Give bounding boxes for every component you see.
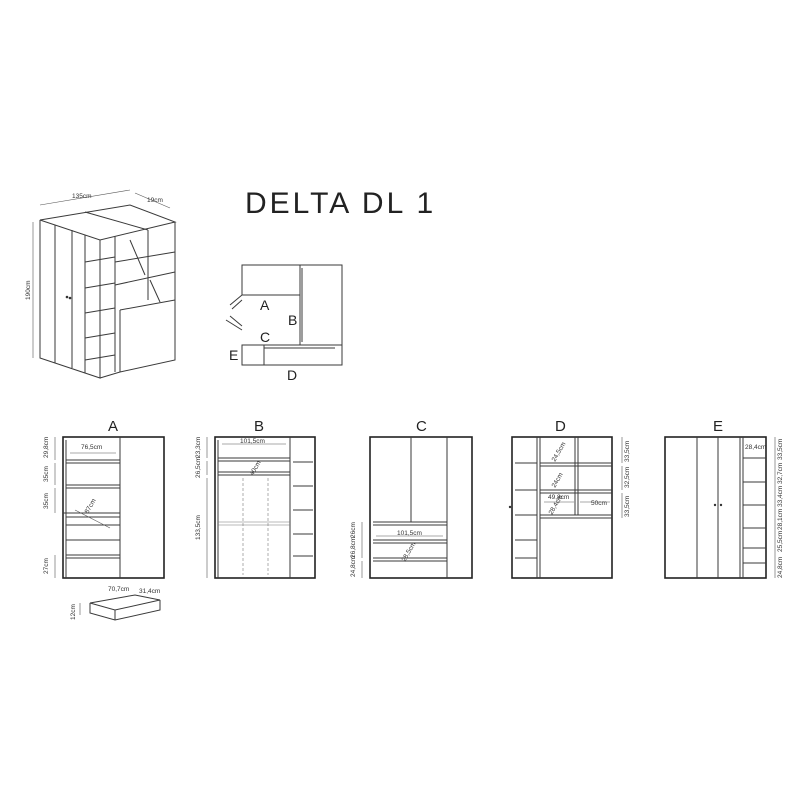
a-dim-3: 35cm (43, 493, 50, 509)
view-e-label: E (713, 418, 723, 435)
floor-plan: A B C E D (225, 264, 343, 383)
a-dim-5: 27cm (43, 558, 50, 574)
view-b-label: B (254, 418, 264, 435)
view-c: C 101,5cm 26cm 26,8cm 24,8cm 28,5cm (350, 418, 473, 579)
e-dim-0: 28,4cm (745, 444, 766, 451)
a-dim-2: 35cm (43, 466, 50, 482)
e-dim-6: 24,8cm (777, 557, 784, 578)
e-dim-3: 33,4cm (777, 486, 784, 507)
a-dim-4: 87cm (84, 498, 98, 515)
d-dim-3: 24cm (551, 472, 565, 489)
d-dim-2: 32,5cm (624, 467, 631, 488)
view-c-label: C (416, 418, 427, 435)
view-a: A 29,8cm 76,5cm 35cm 35cm 87cm 27cm 7 (43, 418, 165, 621)
b-dim-0: 23,3cm (195, 437, 202, 458)
drawer-dim-1: 31,4cm (139, 588, 160, 595)
plan-label-c: C (260, 329, 270, 345)
plan-label-b: B (288, 312, 297, 328)
view-e: E 28,4cm 33,5cm 32,7cm 33,4cm 28,1cm 25,… (664, 418, 784, 579)
e-dim-1: 33,5cm (777, 439, 784, 460)
overview-width-label: 135cm (72, 193, 92, 200)
b-dim-1: 101,5cm (240, 438, 265, 445)
e-dim-2: 32,7cm (777, 463, 784, 484)
d-dim-1: 24,5cm (551, 441, 568, 463)
plan-label-d: D (287, 367, 297, 383)
drawer-dim-2: 12cm (70, 604, 77, 620)
plan-label-e: E (229, 347, 238, 363)
page-title: DELTA DL 1 (245, 187, 436, 220)
overview-height-label: 190cm (25, 280, 32, 300)
d-dim-4: 49,8cm (548, 494, 569, 501)
view-d: D 33,5cm 24,5cm 32,5cm 24cm 49,8cm 50cm … (508, 418, 631, 579)
e-dim-4: 28,1cm (777, 509, 784, 530)
c-dim-2: 26,8cm (350, 537, 357, 558)
c-dim-0: 101,5cm (397, 530, 422, 537)
view-b: B 23,3cm 101,5cm 26,5cm 40cm 133,5cm (195, 418, 316, 579)
a-dim-1: 76,5cm (81, 444, 102, 451)
d-dim-0: 33,5cm (624, 441, 631, 462)
b-dim-3: 40cm (249, 460, 263, 477)
c-dim-4: 28,5cm (401, 541, 418, 563)
b-dim-4: 133,5cm (195, 515, 202, 540)
d-dim-6: 33,5cm (624, 496, 631, 517)
view-d-label: D (555, 418, 566, 435)
c-dim-1: 26cm (350, 522, 357, 538)
plan-label-a: A (260, 297, 270, 313)
drawer-dim-0: 70,7cm (108, 586, 129, 593)
drawer-detail: 70,7cm 31,4cm 12cm (70, 586, 161, 621)
c-dim-3: 24,8cm (350, 556, 357, 577)
isometric-overview: 135cm 19cm 190cm (25, 189, 177, 379)
d-dim-5: 50cm (591, 500, 607, 507)
overview-depth-label: 19cm (147, 197, 163, 204)
e-dim-5: 25,5cm (777, 531, 784, 552)
view-a-label: A (108, 418, 118, 435)
a-dim-0: 29,8cm (43, 437, 50, 458)
b-dim-2: 26,5cm (195, 457, 202, 478)
